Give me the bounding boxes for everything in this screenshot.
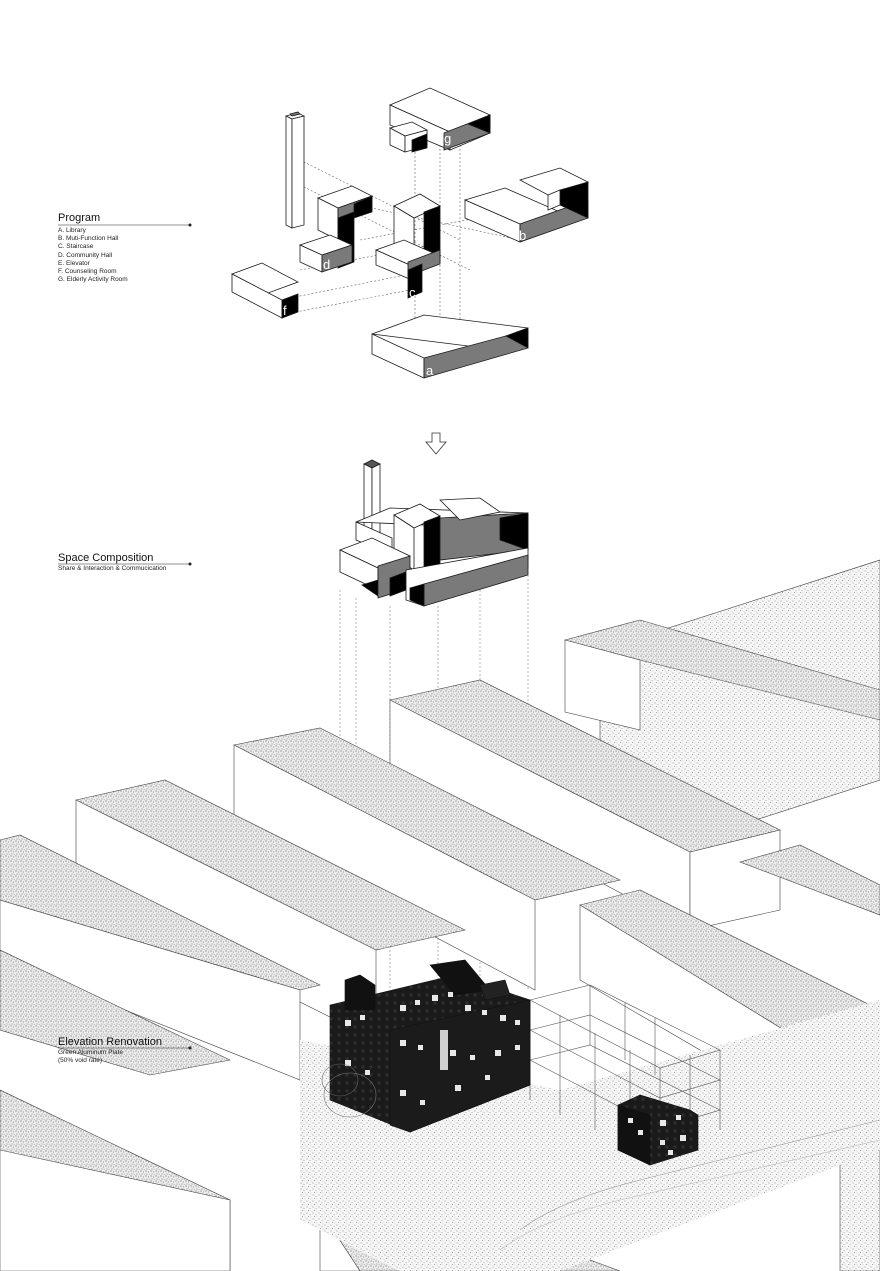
block-tag-c: c <box>409 285 416 300</box>
block-f <box>231 262 299 319</box>
block-tag-b: b <box>519 228 527 243</box>
elevation-label: Elevation Renovation Green Aluminum Plat… <box>58 1036 162 1065</box>
block-tag-a: a <box>426 363 434 378</box>
block-tag-g: g <box>444 131 452 146</box>
composition-subtitle: Share & Interaction & Commucication <box>58 565 167 572</box>
elevation-title: Elevation Renovation <box>58 1036 162 1048</box>
program-item: B. Muti-Function Hall <box>58 235 119 243</box>
elevator-shaft <box>284 111 306 229</box>
elevation-subtitle-2: (50% void rate) <box>58 1057 103 1065</box>
program-label: Program A. Library B. Muti-Function Hall… <box>58 212 128 284</box>
block-tag-f: f <box>283 303 287 318</box>
composition-label: Space Composition Share & Interaction & … <box>58 552 166 573</box>
program-exploded-diagram <box>231 87 590 379</box>
neighborhood-context <box>0 559 880 1271</box>
program-item: G. Elderly Activity Room <box>58 276 128 284</box>
program-item: A. Library <box>58 227 86 234</box>
down-arrow-icon <box>425 432 447 455</box>
block-tag-d: d <box>323 257 331 272</box>
block-g <box>388 87 491 153</box>
program-title: Program <box>58 212 101 224</box>
frame-structure <box>529 984 721 1150</box>
program-item: F. Counseling Room <box>58 268 117 276</box>
program-item: C. Staircase <box>58 243 94 251</box>
program-item: E. Elevator <box>58 259 90 267</box>
composition-title: Space Composition <box>58 552 154 564</box>
block-c <box>374 193 442 299</box>
block-a <box>371 314 529 379</box>
program-item: D. Community Hall <box>58 251 113 259</box>
block-b <box>463 167 590 243</box>
elevation-subtitle-1: Green Aluminum Plate <box>58 1049 124 1056</box>
renovated-building <box>321 959 531 1133</box>
space-composition-massing <box>338 459 529 1000</box>
program-list: A. Library B. Muti-Function Hall C. Stai… <box>58 227 128 284</box>
block-d <box>298 185 374 273</box>
renovated-annex <box>617 1094 699 1166</box>
